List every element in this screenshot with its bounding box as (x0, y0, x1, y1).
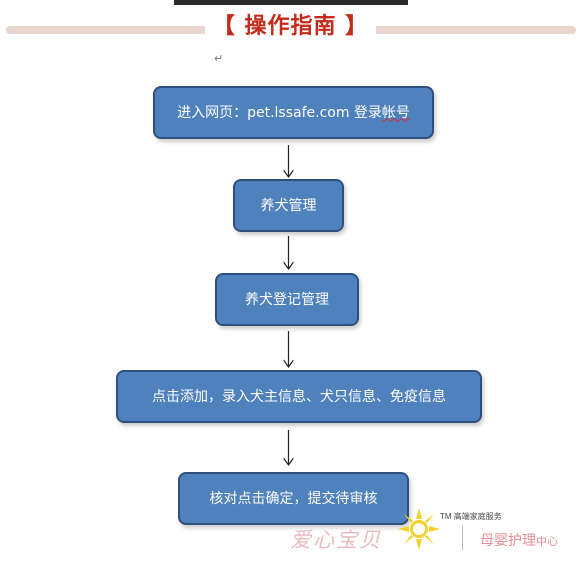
page-title-text: 【 操作指南 】 (204, 14, 377, 39)
watermark-right-text: 母婴护理中心 (480, 530, 558, 550)
watermark-left-text: 爱心宝贝 (290, 528, 382, 552)
watermark-tm-line: TM 高端家庭服务 (440, 512, 502, 521)
flow-step-add-info-text: 点击添加，录入犬主信息、犬只信息、免疫信息 (152, 388, 446, 405)
flow-step-registration-management: 养犬登记管理 (215, 273, 359, 326)
flow-step-login-text-main: 进入网页：pet.lssafe.com 登录 (177, 104, 382, 121)
paragraph-mark: ↵ (214, 52, 224, 65)
flow-step-confirm-submit-text: 核对点击确定，提交待审核 (209, 490, 378, 507)
flow-step-confirm-submit: 核对点击确定，提交待审核 (178, 472, 409, 525)
watermark-right-small: 中心 (536, 535, 558, 548)
sun-logo-icon (398, 508, 440, 550)
watermark-right-main: 母婴护理 (480, 533, 536, 549)
flow-step-dog-management-text: 养犬管理 (260, 197, 317, 214)
page-title: 【 操作指南 】 (0, 12, 581, 42)
flow-step-login-text-underlined: 帐号 (381, 104, 410, 121)
flow-step-login: 进入网页：pet.lssafe.com 登录帐号 (153, 86, 434, 139)
watermark-divider (462, 526, 463, 550)
top-image-fragment (174, 0, 408, 5)
flow-step-login-text: 进入网页：pet.lssafe.com 登录帐号 (177, 106, 410, 120)
flow-step-registration-management-text: 养犬登记管理 (245, 291, 329, 308)
flow-step-add-info: 点击添加，录入犬主信息、犬只信息、免疫信息 (116, 370, 482, 423)
flow-step-dog-management: 养犬管理 (233, 179, 344, 232)
